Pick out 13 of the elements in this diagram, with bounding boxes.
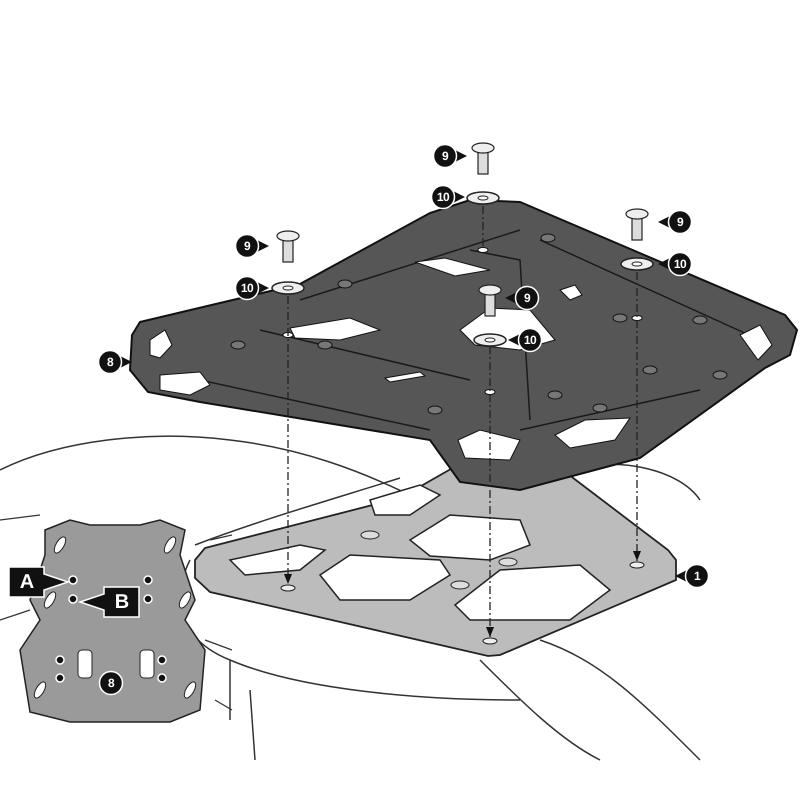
callout-number: 1	[674, 563, 710, 589]
callout-letter: B	[78, 586, 140, 618]
callout-number: 9	[234, 233, 270, 259]
callout-number: 9	[504, 285, 540, 311]
callout-number: 10	[430, 184, 466, 210]
callout-number: 9	[432, 143, 468, 169]
callout-letter: A	[8, 566, 70, 598]
callout-number: 8	[97, 349, 133, 375]
callout-number: 8	[98, 670, 124, 696]
callout-number: 10	[234, 275, 270, 301]
callout-number: 10	[507, 327, 543, 353]
callout-number: 9	[657, 209, 693, 235]
callout-number: 10	[657, 251, 693, 277]
